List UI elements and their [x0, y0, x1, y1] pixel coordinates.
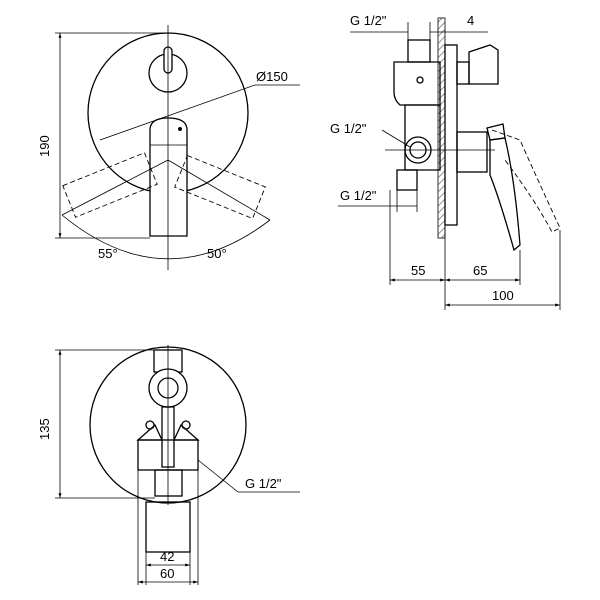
body-screw [416, 76, 424, 84]
bottom-outlet-fitting [396, 169, 418, 191]
wall-section [437, 17, 446, 239]
bottom-lever [145, 501, 191, 553]
bottom-outlet [154, 469, 183, 497]
mixer-lever [149, 117, 188, 237]
lever-tip [486, 123, 506, 141]
lever-dot [178, 127, 182, 131]
angle-right-label: 50° [207, 246, 227, 261]
bottom-height-label: 135 [37, 418, 52, 440]
thread-mid-leader [381, 129, 411, 148]
bottom-screw-right [181, 420, 191, 430]
thread-mid-label: G 1/2" [330, 121, 367, 136]
valve-body-upper [393, 61, 441, 106]
rotation-arc [61, 214, 271, 260]
thread-bottom-label: G 1/2" [340, 188, 377, 203]
cover-plate-profile [444, 44, 458, 226]
width-inner-label: 42 [160, 549, 174, 564]
bottom-arm-right [172, 423, 200, 441]
bottom-thread-label: G 1/2" [245, 476, 282, 491]
top-inlet-fitting [407, 39, 431, 63]
width-outer-label: 60 [160, 566, 174, 581]
height-label: 190 [37, 135, 52, 157]
wall-thickness-label: 4 [467, 13, 474, 28]
side-lever-ghost [491, 129, 561, 233]
thread-top-label: G 1/2" [350, 13, 387, 28]
bottom-view: 135 G 1/2" 42 60 [37, 345, 300, 585]
angle-ray-right [167, 159, 271, 221]
lever-hub [456, 131, 488, 173]
lever-ghost-right [174, 154, 266, 220]
diameter-label: Ø150 [256, 69, 288, 84]
diameter-leader [99, 84, 256, 141]
bottom-thread-leader [197, 459, 239, 493]
angle-ray-left [61, 159, 169, 216]
angle-left-label: 55° [98, 246, 118, 261]
bottom-screw-left [145, 420, 155, 430]
side-view: G 1/2" 4 G 1/2" G 1/2" 55 65 100 [330, 13, 561, 310]
knob-stem [456, 61, 470, 85]
dim-55-label: 55 [411, 263, 425, 278]
dim-65-label: 65 [473, 263, 487, 278]
bottom-arm-left [136, 423, 164, 441]
front-view: 190 Ø150 55° 50° [37, 25, 300, 270]
side-lever [489, 137, 521, 252]
dim-100-label: 100 [492, 288, 514, 303]
side-knob [468, 44, 499, 85]
